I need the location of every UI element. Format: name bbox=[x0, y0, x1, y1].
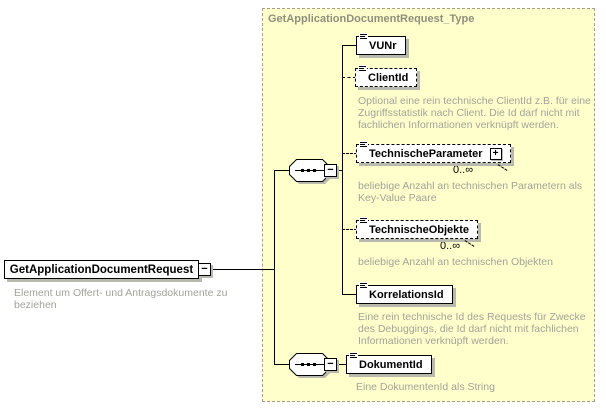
type-container bbox=[262, 8, 595, 402]
root-element-box[interactable]: GetApplicationDocumentRequest bbox=[4, 260, 199, 279]
element-box-technischeparameter[interactable]: TechnischeParameter + bbox=[356, 141, 511, 171]
element-lines-icon bbox=[359, 217, 368, 226]
root-element-description: Element um Offert- und Antragsdokumente … bbox=[14, 287, 228, 311]
element-description: Eine rein technische Id des Requests für… bbox=[358, 311, 586, 347]
connector-line bbox=[274, 170, 290, 171]
element-box-technischeobjekte[interactable]: TechnischeObjekte bbox=[356, 217, 479, 247]
minus-icon: − bbox=[201, 263, 208, 275]
connector-line bbox=[337, 364, 347, 365]
connector-line bbox=[342, 45, 357, 46]
root-element-label: GetApplicationDocumentRequest bbox=[9, 263, 194, 276]
element-box-clientid[interactable]: ClientId bbox=[355, 65, 418, 87]
sequence-collapse-button[interactable]: − bbox=[324, 358, 337, 371]
element-lines-icon bbox=[359, 282, 368, 291]
minus-icon: − bbox=[327, 358, 334, 370]
connector-line bbox=[342, 294, 357, 295]
element-box-korrelationsid[interactable]: KorrelationsId bbox=[356, 282, 453, 304]
sequence-compositor-icon[interactable] bbox=[288, 351, 334, 380]
connector-child-trunk bbox=[342, 45, 343, 294]
connector-line bbox=[274, 364, 290, 365]
plus-icon: + bbox=[492, 147, 499, 159]
connector-line bbox=[337, 170, 343, 171]
connector-line-optional bbox=[342, 153, 357, 154]
expand-button[interactable]: + bbox=[489, 147, 502, 160]
element-description: beliebige Anzahl an technischen Objekten bbox=[358, 256, 553, 268]
element-label: TechnischeParameter bbox=[369, 147, 483, 160]
occurrence-label: 0..∞ bbox=[453, 164, 474, 176]
element-lines-icon bbox=[349, 352, 358, 361]
connector-line-optional bbox=[342, 77, 356, 78]
element-label: KorrelationsId bbox=[369, 288, 444, 301]
connector-trunk bbox=[274, 170, 275, 365]
element-label: TechnischeObjekte bbox=[369, 223, 470, 236]
element-label: ClientId bbox=[368, 71, 409, 84]
element-description: Optional eine rein technische ClientId z… bbox=[358, 95, 591, 131]
element-label: DokumentId bbox=[359, 358, 423, 371]
element-label: VUNr bbox=[369, 39, 397, 52]
type-container-title: GetApplicationDocumentRequest_Type bbox=[268, 13, 475, 25]
element-lines-icon bbox=[359, 33, 368, 42]
element-lines-icon bbox=[359, 141, 368, 150]
element-description: beliebige Anzahl an technischen Paramete… bbox=[358, 180, 583, 204]
sequence-collapse-button[interactable]: − bbox=[324, 164, 337, 177]
minus-icon: − bbox=[327, 164, 334, 176]
element-description: Eine DokumentenId als String bbox=[356, 381, 495, 393]
element-box-dokumentid[interactable]: DokumentId bbox=[346, 352, 432, 374]
connector-line bbox=[212, 269, 274, 270]
connector-line-optional bbox=[342, 229, 357, 230]
element-lines-icon bbox=[358, 65, 367, 74]
sequence-compositor-icon[interactable] bbox=[288, 157, 334, 186]
root-collapse-button[interactable]: − bbox=[198, 263, 211, 276]
element-box-vunr[interactable]: VUNr bbox=[356, 33, 406, 55]
occurrence-label: 0..∞ bbox=[440, 240, 461, 252]
